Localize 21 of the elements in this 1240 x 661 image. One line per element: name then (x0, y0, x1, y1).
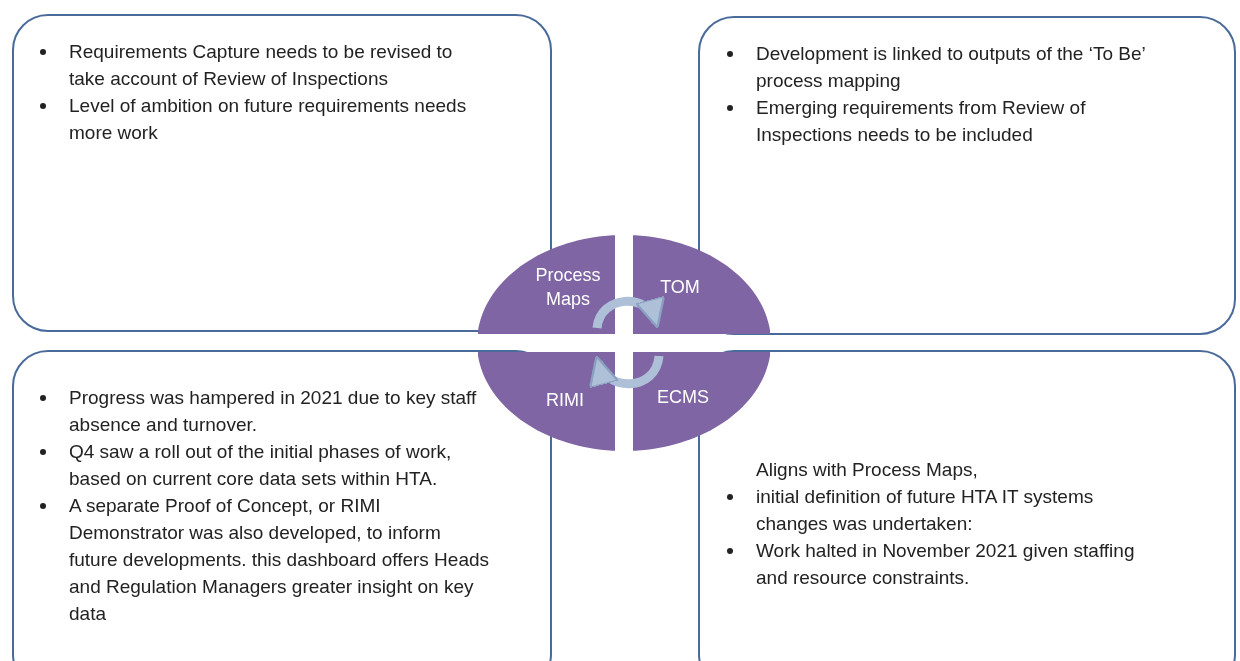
circle-quadrant (633, 235, 771, 334)
circle-quadrant (633, 352, 771, 451)
cycle-arrow (592, 355, 664, 390)
bullet-text: Level of ambition on future requirements needs more work (69, 94, 468, 145)
bullet-text: Requirements Capture needs to be revised to take account of Review of Inspections (69, 40, 454, 91)
cycle-arrow (592, 294, 662, 329)
quadrant-label: Process Maps (534, 264, 602, 311)
bullet-text: Progress was hampered in 2021 due to key staff absence and turnover. (69, 386, 478, 437)
circle-quadrant (477, 235, 615, 334)
bullet-text: A separate Proof of Concept, or RIMI Demonstrator was also developed, to inform future developments. this dashboard offers Heads and Regulation Managers greater insight on key data (69, 494, 489, 626)
text-panel (698, 16, 1236, 335)
bullet-text: Emerging requirements from Review of Inspections needs to be included (756, 96, 1087, 147)
bullet-text: Work halted in November 2021 given staffing and resource constraints. (756, 539, 1136, 590)
quadrant-label: RIMI (545, 389, 585, 412)
bullet-text: initial definition of future HTA IT systems changes was undertaken: (756, 485, 1095, 536)
bullet-text: Q4 saw a roll out of the initial phases of work, based on current core data sets within HTA. (69, 440, 453, 491)
quadrant-label: ECMS (656, 386, 710, 409)
bullet-text: Development is linked to outputs of the ‘To Be’ process mapping (756, 42, 1147, 93)
quadrant-label: TOM (659, 276, 701, 299)
circle-quadrant (477, 352, 615, 451)
bullet-text: Aligns with Process Maps, (756, 458, 979, 482)
